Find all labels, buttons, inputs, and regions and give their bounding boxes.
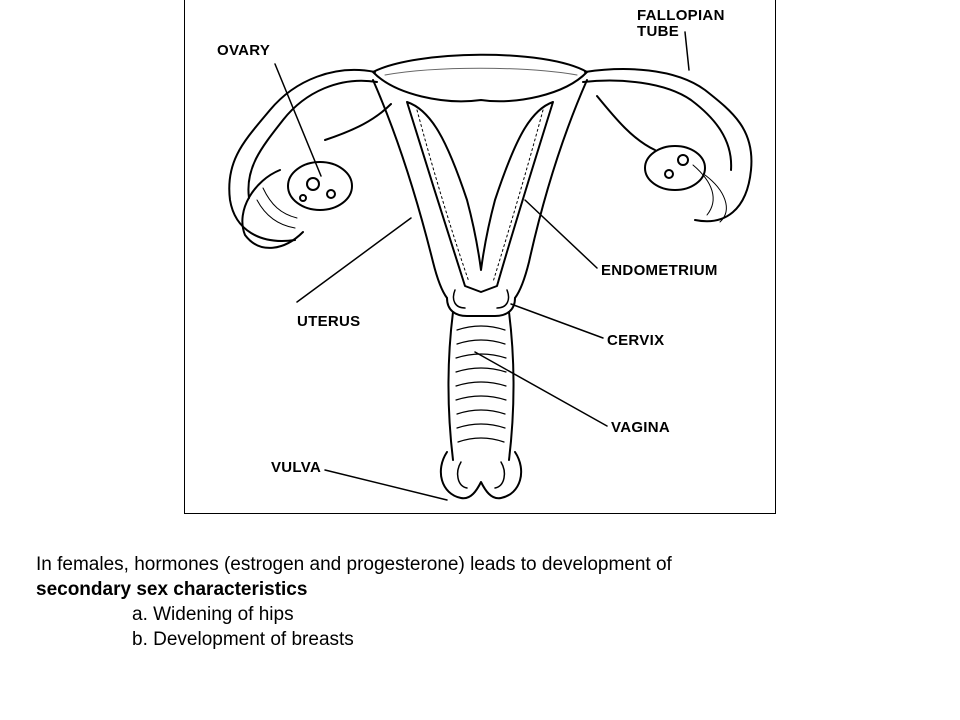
uterus-fundus	[372, 53, 588, 103]
caption-item-breasts: b. Development of breasts	[132, 629, 354, 650]
caption-emphasis: secondary sex characteristics	[36, 579, 308, 600]
uterus-wall-right	[514, 79, 588, 299]
vulva-shape	[439, 451, 523, 500]
uterus-wall-left	[372, 79, 448, 299]
uterus-diagram: FALLOPIAN TUBE OVARY ENDOMETRIUM UTERUS …	[217, 7, 753, 501]
left-ovary	[287, 161, 353, 211]
anatomy-figure: FALLOPIAN TUBE OVARY ENDOMETRIUM UTERUS …	[184, 0, 776, 514]
right-ovary	[644, 145, 706, 191]
caption-item-hips: a. Widening of hips	[132, 604, 294, 625]
label-fallopian-tube-line2: TUBE	[637, 23, 679, 40]
label-uterus: UTERUS	[297, 313, 360, 330]
vaginal-wall-left	[447, 311, 454, 461]
cervix-shape	[446, 297, 516, 317]
label-fallopian-tube: FALLOPIAN	[637, 7, 725, 24]
label-ovary: OVARY	[217, 42, 270, 59]
label-vagina: VAGINA	[611, 419, 670, 436]
caption-block: In females, hormones (estrogen and proge…	[36, 552, 916, 652]
vaginal-rugae	[455, 325, 507, 443]
label-cervix: CERVIX	[607, 332, 664, 349]
leader-lines	[274, 31, 690, 501]
vaginal-wall-right	[508, 311, 515, 461]
caption-intro: In females, hormones (estrogen and proge…	[36, 554, 672, 575]
uterine-cavity	[406, 101, 554, 293]
right-fallopian-tube	[584, 68, 753, 223]
label-endometrium: ENDOMETRIUM	[601, 262, 718, 279]
label-vulva: VULVA	[271, 459, 321, 476]
left-fallopian-tube	[228, 68, 376, 242]
